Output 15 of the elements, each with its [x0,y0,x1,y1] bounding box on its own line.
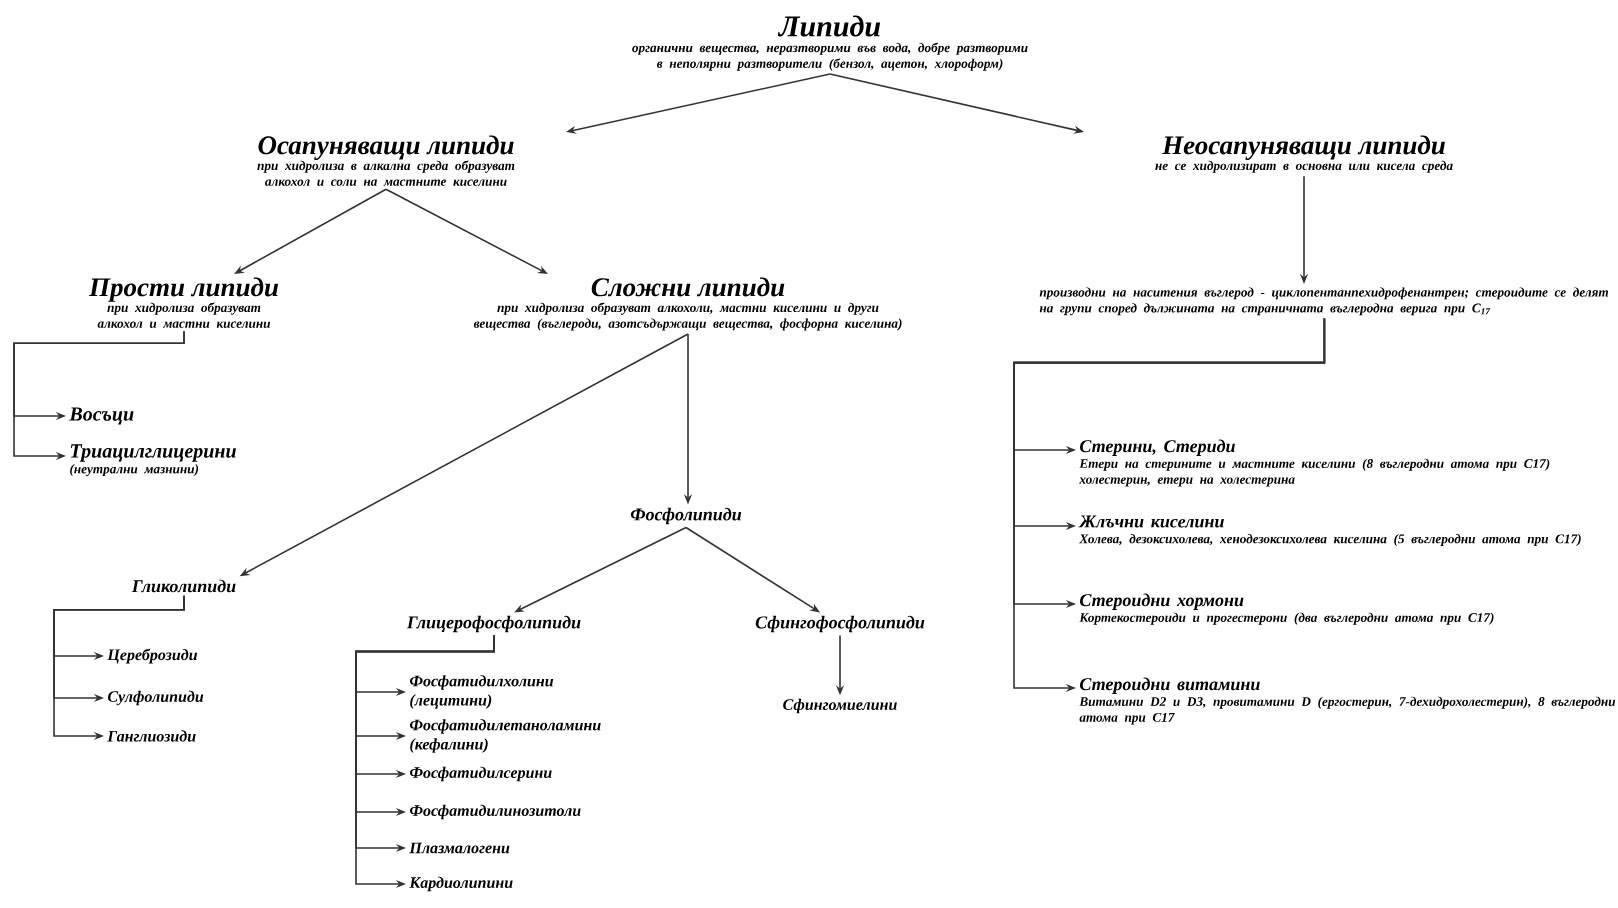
class-label: Фосфатидилетаноламини (кефалини) [409,719,601,753]
class-label: Ганглиозиди [107,730,196,742]
class-label: Фосфатидилинозитоли [409,804,581,820]
class-label: Фосфатидилхолини (лецитини) [409,675,554,709]
class-label: Сфингомиелини [783,698,897,714]
class-label: Фосфатидилсерини [409,766,552,782]
class-label: Восъци [69,407,134,425]
class-label: Цереброзиди [107,648,198,664]
class-label: Глицерофосфолипиди [406,615,581,633]
class-label: Гликолипиди [131,579,236,593]
class-label: Фосфолипиди [630,507,742,525]
class-label: Плазмалогени [409,842,510,854]
class-label: Сулфолипиди [107,690,204,706]
class-label: Кардиолипини [409,876,513,892]
class-label: Сфингофосфолипиди [755,615,925,633]
